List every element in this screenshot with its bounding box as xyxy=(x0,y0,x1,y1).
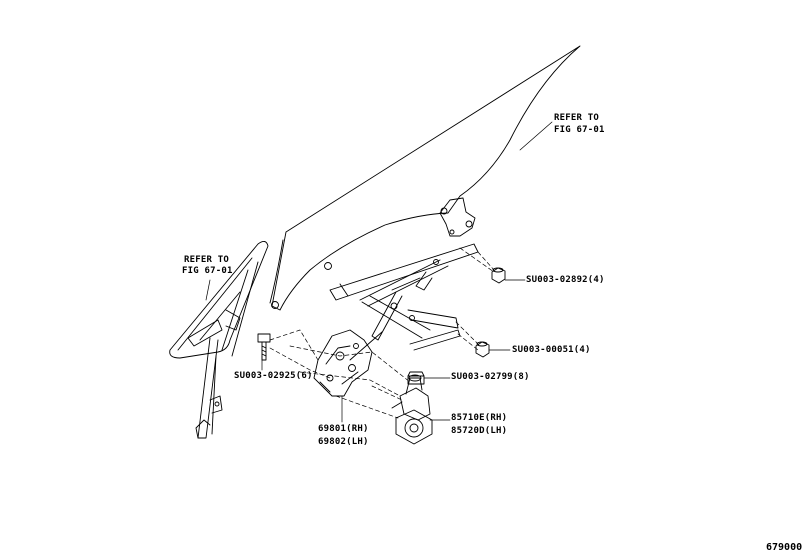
part-motor-lh-label: 85720D(LH) xyxy=(451,426,508,436)
assembly-dashed-lines xyxy=(269,247,495,419)
bolt-left-icon xyxy=(257,333,271,361)
regulator-rails xyxy=(329,243,479,361)
part-nut-lower-label: SU003-00051(4) xyxy=(512,345,591,355)
regulator-plate xyxy=(313,329,373,397)
part-regulator-lh-label: 69802(LH) xyxy=(318,437,369,447)
part-motor-rh-label: 85710E(RH) xyxy=(451,413,508,423)
leader-lines xyxy=(205,121,553,423)
quarter-glass xyxy=(169,241,269,439)
part-bolt-right-label: SU003-02799(8) xyxy=(451,372,530,382)
door-glass xyxy=(269,45,581,311)
refer-top-line2: FIG 67-01 xyxy=(554,125,605,135)
refer-left-line2: FIG 67-01 xyxy=(182,266,233,276)
nut-lower-icon xyxy=(475,341,490,358)
regulator-motor xyxy=(391,374,433,445)
bolt-right-icon xyxy=(407,371,425,385)
nut-upper-icon xyxy=(491,267,506,284)
part-bolt-left-label: SU003-02925(6) xyxy=(234,371,313,381)
part-nut-upper-label: SU003-02892(4) xyxy=(526,275,605,285)
part-regulator-rh-label: 69801(RH) xyxy=(318,424,369,434)
refer-left-line1: REFER TO xyxy=(184,255,229,265)
refer-top-line1: REFER TO xyxy=(554,113,599,123)
figure-number: 679000 xyxy=(766,542,803,553)
